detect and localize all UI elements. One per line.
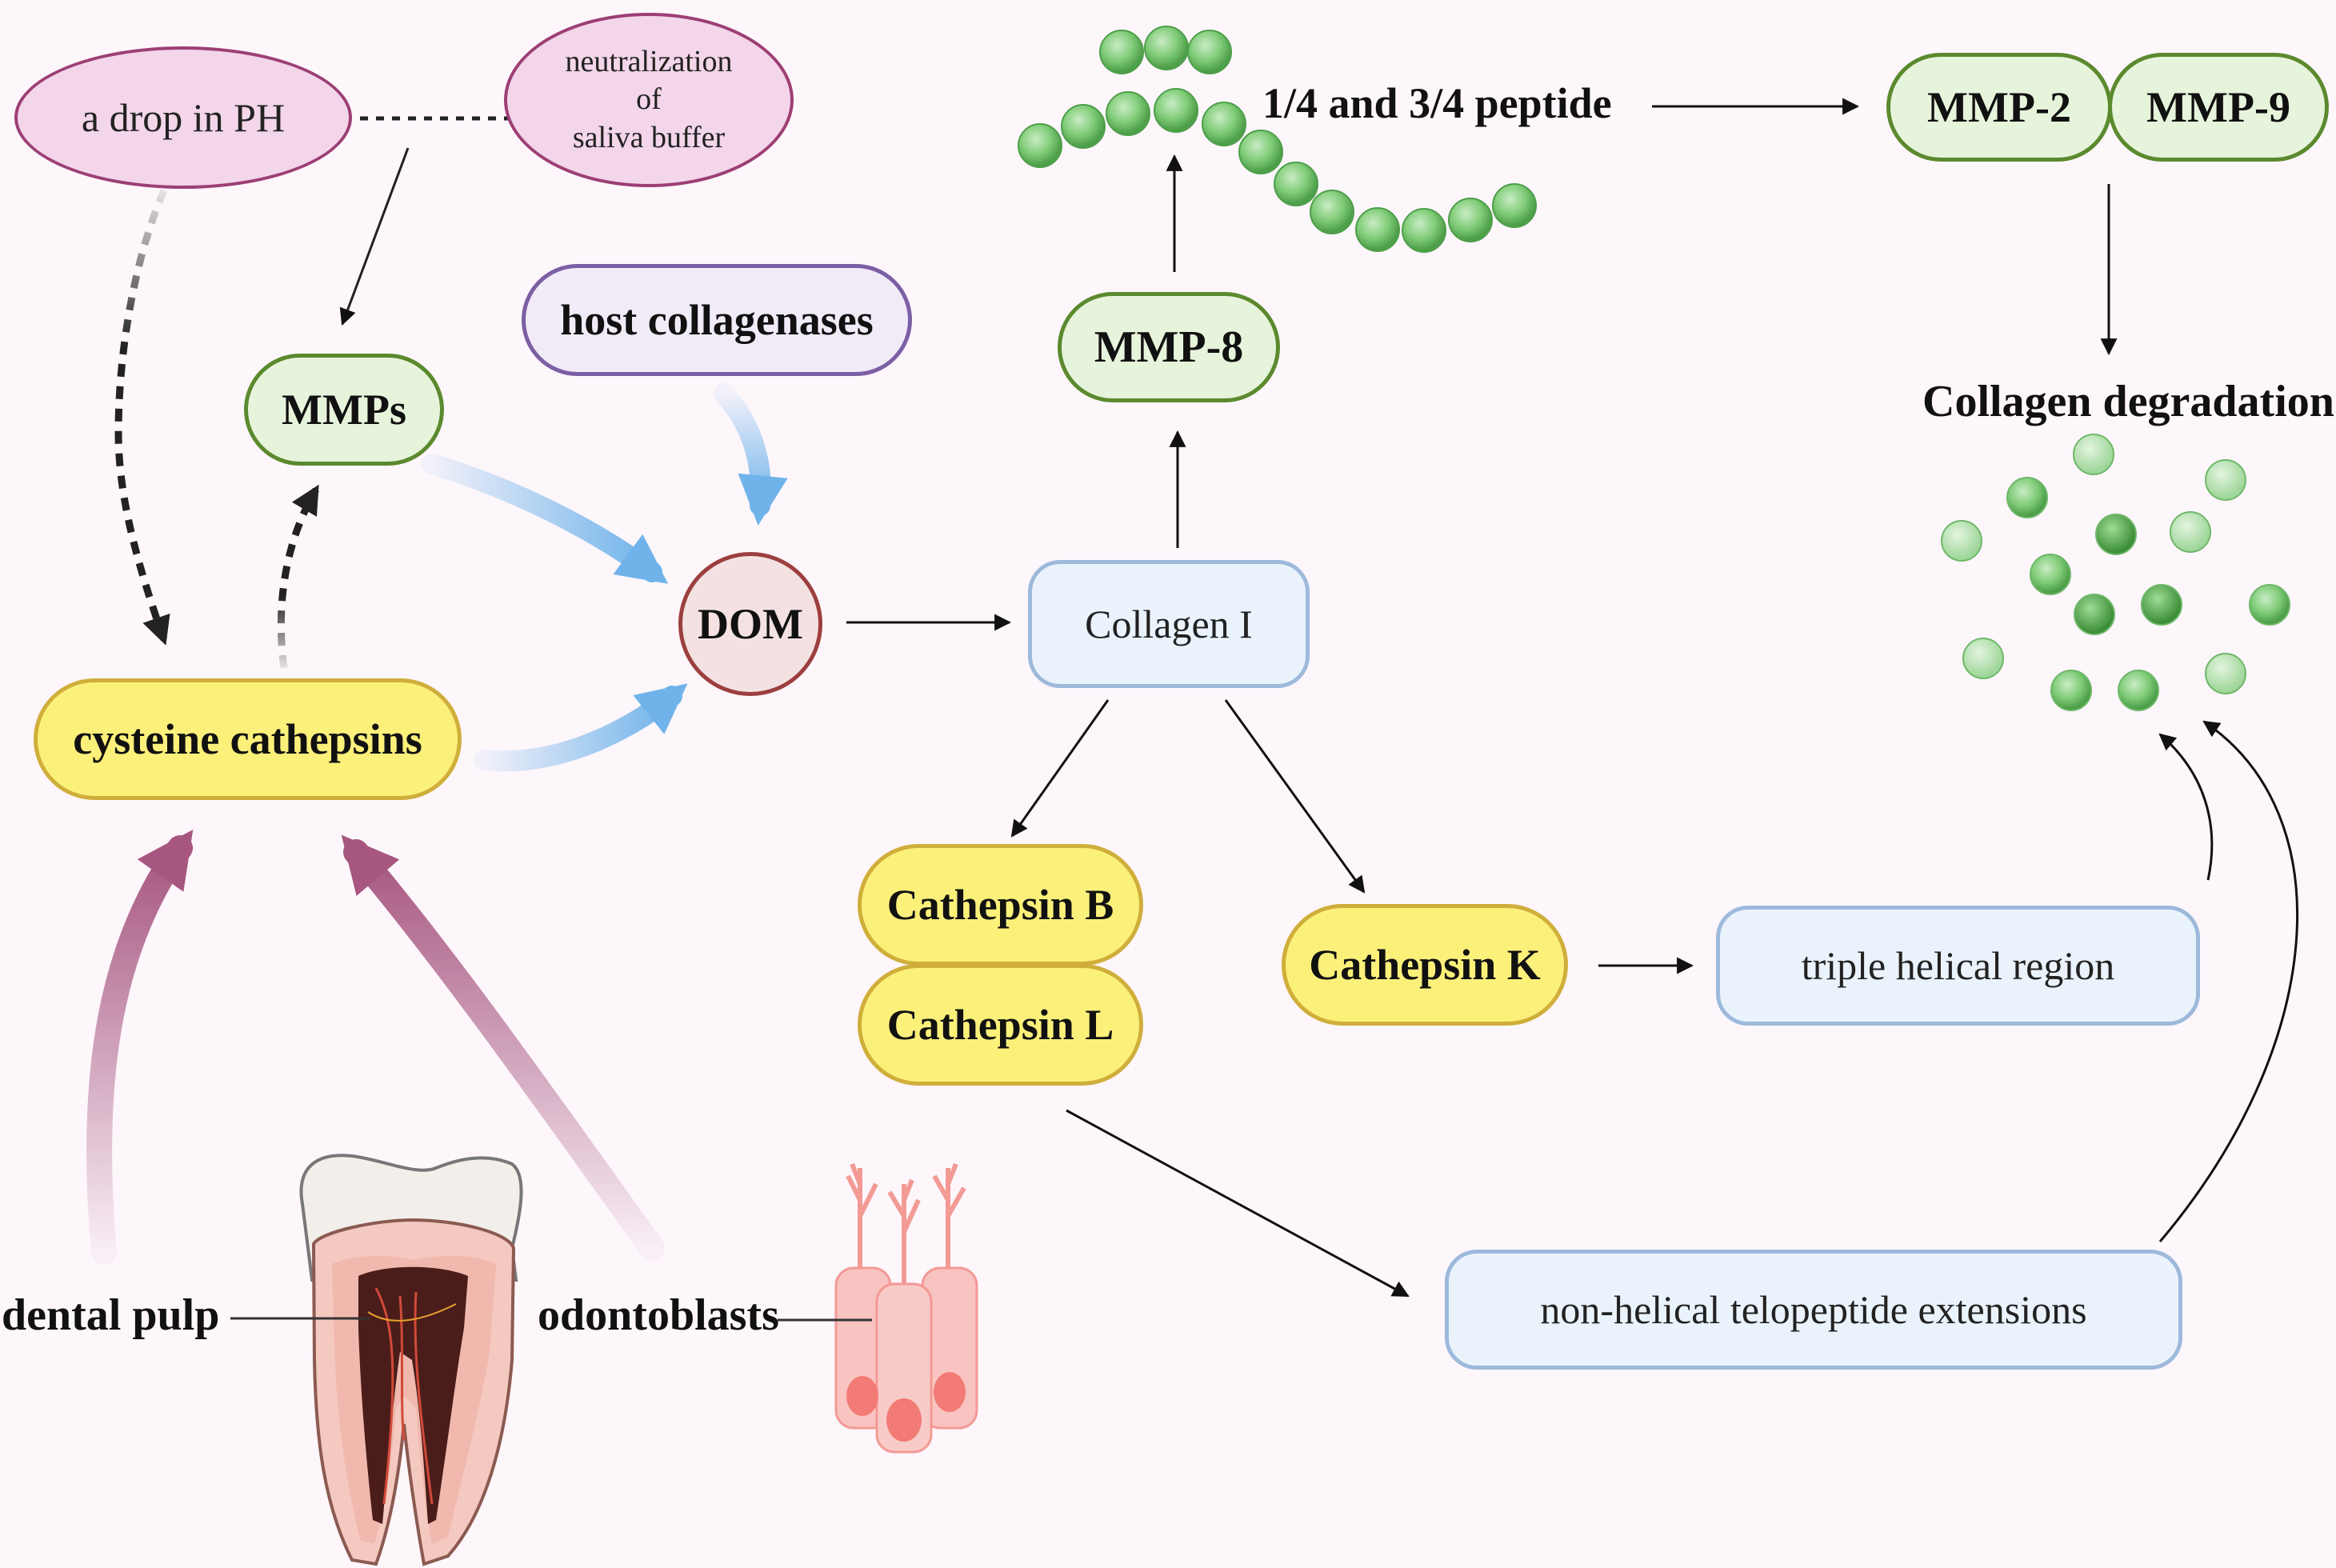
cysteine-cathepsins-label: cysteine cathepsins	[73, 715, 422, 763]
dom-node: DOM	[678, 552, 822, 696]
cathepsins-to-mmps-arrow	[277, 484, 319, 669]
odontoblasts-label: odontoblasts	[538, 1290, 779, 1340]
collagen-i-label: Collagen I	[1085, 602, 1253, 646]
cathepsin-b-label: Cathepsin B	[886, 881, 1114, 929]
host-collagenases-to-dom-arrow	[714, 383, 788, 526]
saliva-label-line2: of	[636, 82, 662, 117]
saliva-label-line3: saliva buffer	[572, 120, 726, 154]
odontoblasts-to-cathepsins-arrow	[341, 834, 665, 1261]
mmp8-label: MMP-8	[1094, 322, 1244, 372]
mmp8-node: MMP-8	[1058, 292, 1280, 402]
triple-helical-label: triple helical region	[1801, 943, 2115, 988]
triple-helical-to-degradation-arrow	[2158, 733, 2214, 881]
host-collagenases-node: host collagenases	[522, 264, 912, 376]
degraded-collagen-fragments-icon	[1941, 434, 2290, 711]
cathepsins-to-dom-arrow	[474, 683, 688, 772]
mmps-to-dom-arrow	[422, 454, 669, 584]
dental-pulp-label: dental pulp	[2, 1290, 220, 1340]
mmp2-label: MMP-2	[1927, 83, 2071, 131]
host-collagenases-label: host collagenases	[560, 296, 874, 344]
mmp9-node: MMP-9	[2108, 53, 2329, 162]
mmps-node: MMPs	[244, 354, 444, 466]
tooth-icon	[299, 1154, 523, 1566]
mmp2-node: MMP-2	[1886, 53, 2112, 162]
cathepsin-bl-to-telopeptide-arrow	[1066, 1109, 1410, 1298]
cathepsin-b-node: Cathepsin B	[858, 844, 1143, 966]
ph-drop-label: a drop in PH	[81, 95, 286, 140]
saliva-to-mmps-arrow	[339, 147, 410, 326]
mmp9-label: MMP-9	[2146, 83, 2290, 131]
peptide-label: 1/4 and 3/4 peptide	[1262, 79, 1612, 127]
ph-to-cathepsins-arrow	[114, 189, 170, 646]
saliva-buffer-node: neutralization of saliva buffer	[504, 13, 794, 187]
cathepsin-k-label: Cathepsin K	[1309, 941, 1541, 989]
cathepsin-l-label: Cathepsin L	[886, 1001, 1114, 1049]
saliva-label-line1: neutralization	[565, 44, 733, 78]
ph-drop-node: a drop in PH	[14, 46, 352, 189]
collagen-bead-chain-icon	[1018, 26, 1537, 253]
telopeptide-node: non-helical telopeptide extensions	[1445, 1250, 2182, 1370]
cathepsin-l-node: Cathepsin L	[858, 964, 1143, 1086]
triple-helical-node: triple helical region	[1716, 906, 2200, 1026]
mmps-label: MMPs	[282, 386, 406, 434]
dom-label: DOM	[698, 600, 803, 648]
cathepsin-k-node: Cathepsin K	[1282, 904, 1568, 1026]
cysteine-cathepsins-node: cysteine cathepsins	[34, 678, 462, 800]
collagen-degradation-label: Collagen degradation	[1922, 377, 2334, 426]
telopeptide-to-degradation-arrow	[2158, 720, 2299, 1242]
collagen-i-node: Collagen I	[1028, 560, 1310, 688]
odontoblast-cells-icon	[834, 1162, 978, 1454]
telopeptide-label: non-helical telopeptide extensions	[1540, 1287, 2087, 1332]
pulp-to-cathepsins-arrow	[86, 830, 194, 1265]
collagen-to-cathepsin-k-arrow	[1224, 699, 1366, 894]
collagen-to-cathepsin-b-arrow	[1010, 699, 1110, 838]
